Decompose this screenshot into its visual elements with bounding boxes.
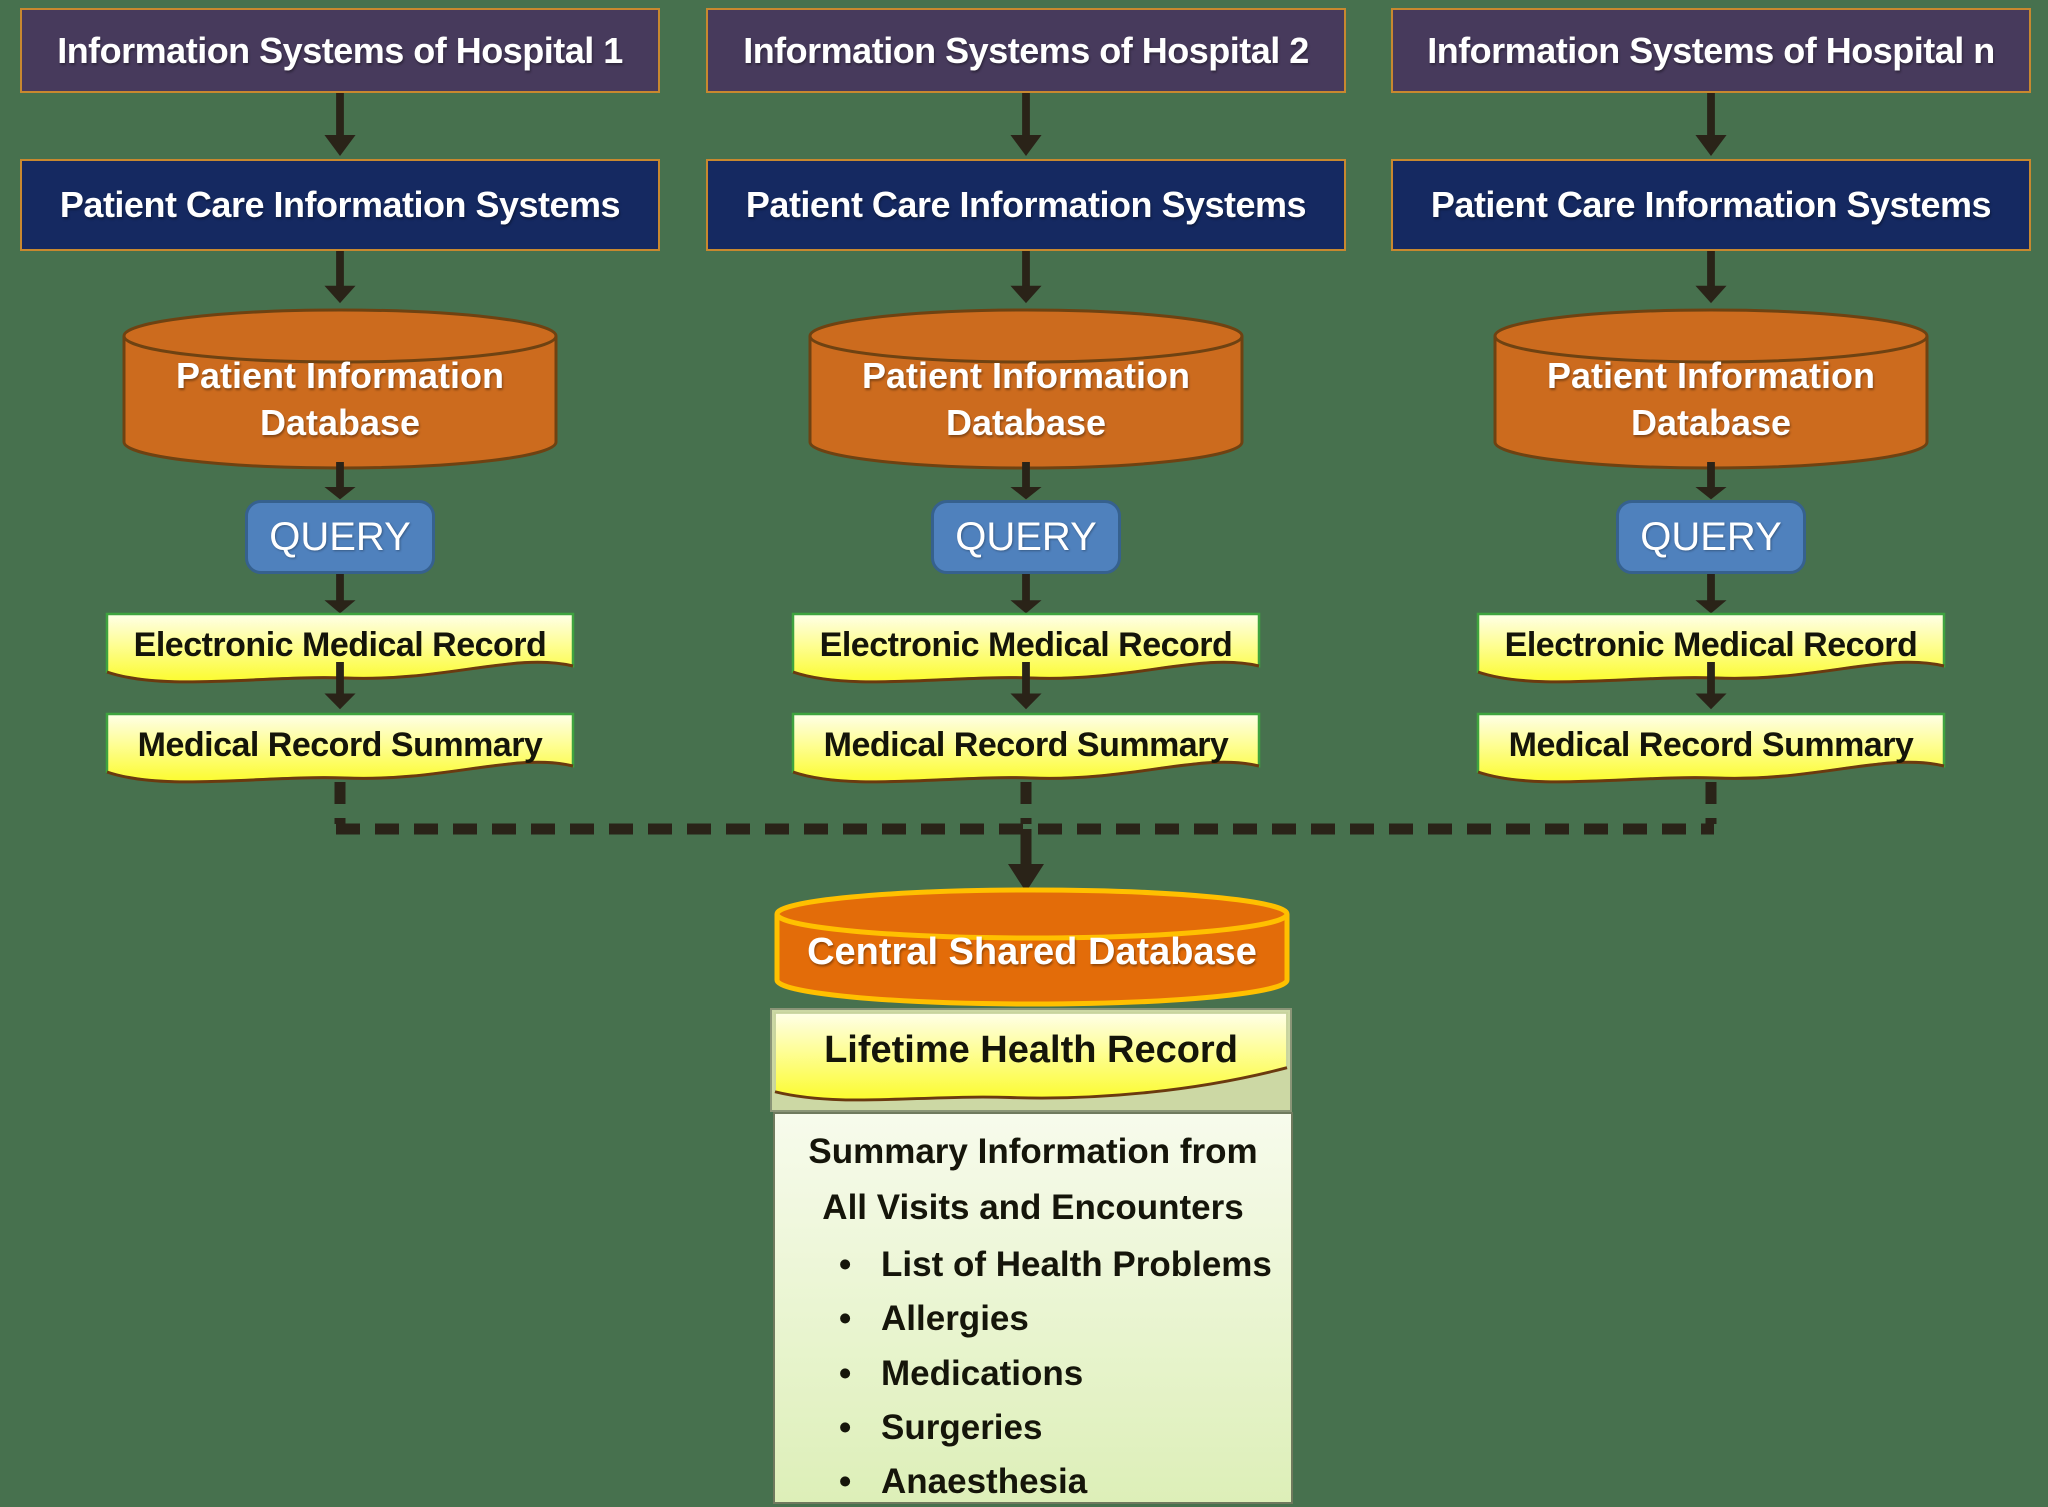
arrow-down-icon [324,662,356,710]
patient-care-systems-label: Patient Care Information Systems [1430,184,1992,225]
list-item: • List of Health Problems [839,1238,1285,1292]
bullet-label: Allergies [881,1299,1029,1339]
arrow-down-icon [324,462,356,500]
list-item: • Anaesthesia [839,1455,1285,1502]
bullet-dot-icon: • [839,1245,852,1284]
emr-label: Electronic Medical Record [133,625,547,664]
patient-care-systems-box: Patient Care Information Systems [1391,159,2031,251]
arrow-down-icon [1695,662,1727,710]
list-item: • Allergies [839,1292,1285,1346]
mrs-document-shape [1476,712,1946,784]
database-cylinder-icon [808,308,1244,470]
arrow-down-icon [1010,574,1042,614]
emr-label: Electronic Medical Record [1504,625,1918,664]
arrow-down-icon [1010,662,1042,710]
mrs-label: Medical Record Summary [823,725,1229,764]
bullet-dot-icon: • [839,1407,852,1447]
arrow-down-icon [1010,462,1042,500]
hospital-header-label: Information Systems of Hospital 1 [57,29,623,71]
list-item: • Medications [839,1347,1285,1401]
hospital-n-column: Information Systems of Hospital n Patien… [1391,0,2031,1507]
patient-care-systems-box: Patient Care Information Systems [20,159,660,251]
arrow-down-icon [1010,251,1042,304]
patient-info-database-label: Patient Information Database [175,355,504,443]
arrow-down-icon [1695,462,1727,500]
hospital-1-column: Information Systems of Hospital 1 Patien… [20,0,660,1507]
bullet-label: Surgeries [881,1407,1043,1447]
central-database-label: Central Shared Database [807,930,1257,973]
arrow-down-icon [1010,93,1042,156]
patient-info-database-label: Patient Information Database [861,355,1190,443]
arrow-down-icon [324,93,356,156]
query-label: QUERY [955,514,1097,559]
summary-box: Summary Information from All Visits and … [773,1112,1293,1504]
bullet-dot-icon: • [839,1353,852,1393]
query-label: QUERY [1640,514,1782,559]
mrs-document-shape [791,712,1261,784]
lifetime-document-shape [773,1011,1289,1102]
query-box: QUERY [245,500,435,574]
bullet-label: List of Health Problems [881,1245,1272,1284]
query-label: QUERY [269,514,411,559]
arrow-down-icon [1695,93,1727,156]
patient-care-systems-label: Patient Care Information Systems [745,184,1307,225]
arrow-down-icon [324,574,356,614]
emr-document-shape [1476,612,1946,684]
query-box: QUERY [1616,500,1806,574]
hospital-header-label: Information Systems of Hospital 2 [743,29,1309,71]
arrow-down-icon [1695,574,1727,614]
bullet-label: Anaesthesia [881,1462,1088,1501]
mrs-label: Medical Record Summary [137,725,543,764]
hospital-header-box: Information Systems of Hospital 1 [20,8,660,93]
database-cylinder-icon [122,308,558,470]
bullet-label: Medications [881,1353,1084,1393]
emr-document-shape [105,612,575,684]
summary-title: Summary Information from All Visits and … [808,1132,1258,1227]
arrow-down-icon [324,251,356,304]
summary-bullet-list: • List of Health Problems • Allergies • … [775,1238,1291,1502]
lifetime-health-record-label: Lifetime Health Record [824,1028,1238,1071]
patient-info-database-label: Patient Information Database [1546,355,1875,443]
hospital-header-box: Information Systems of Hospital n [1391,8,2031,93]
list-item: • Surgeries [839,1401,1285,1455]
bullet-dot-icon: • [839,1462,852,1501]
emr-label: Electronic Medical Record [819,625,1233,664]
database-cylinder-icon [1493,308,1929,470]
arrow-down-icon [1695,251,1727,304]
emr-document-shape [791,612,1261,684]
query-box: QUERY [931,500,1121,574]
lifetime-health-record-document: Lifetime Health Record [770,1008,1292,1112]
bullet-dot-icon: • [839,1299,852,1339]
patient-care-systems-label: Patient Care Information Systems [59,184,621,225]
hospital-2-column: Information Systems of Hospital 2 Patien… [706,0,1346,1507]
hospital-header-box: Information Systems of Hospital 2 [706,8,1346,93]
patient-care-systems-box: Patient Care Information Systems [706,159,1346,251]
central-database-cylinder-icon [774,887,1290,1007]
mrs-document-shape [105,712,575,784]
mrs-label: Medical Record Summary [1508,725,1914,764]
hospital-header-label: Information Systems of Hospital n [1427,29,1995,71]
